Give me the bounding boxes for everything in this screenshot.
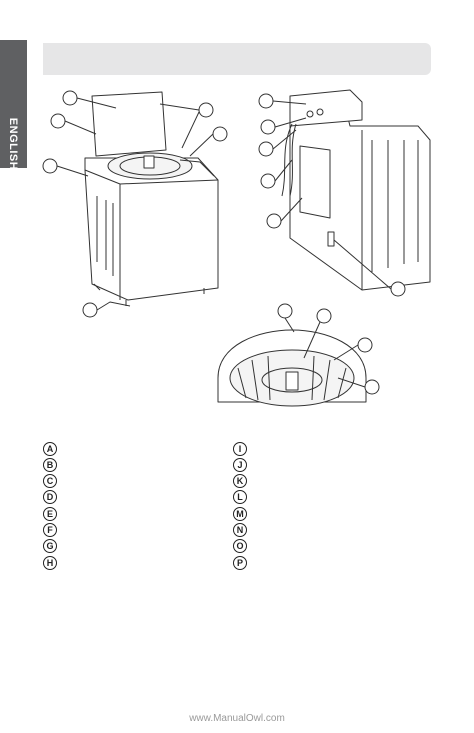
legend-letter: P: [233, 556, 247, 570]
legend-letter: E: [43, 507, 57, 521]
legend-item: H: [43, 556, 57, 570]
legend-letter: L: [233, 490, 247, 504]
washer-back-view: [281, 89, 431, 291]
legend-letter: F: [43, 523, 57, 537]
section-title-band: [43, 43, 431, 75]
legend-letter: A: [43, 442, 57, 456]
legend-letter: C: [43, 474, 57, 488]
legend-item: K: [233, 474, 247, 488]
legend-item: D: [43, 490, 57, 504]
legend-item: J: [233, 458, 247, 472]
legend-item: L: [233, 490, 247, 504]
legend-item: B: [43, 458, 57, 472]
legend-item: N: [233, 523, 247, 537]
language-side-tab: ENGLISH: [0, 40, 27, 170]
callout-leaders: [56, 97, 392, 388]
legend-item: M: [233, 507, 247, 521]
legend-item: A: [43, 442, 57, 456]
legend-letter: G: [43, 539, 57, 553]
legend-item: F: [43, 523, 57, 537]
legend-item: E: [43, 507, 57, 521]
legend-letter: D: [43, 490, 57, 504]
legend-letter: H: [43, 556, 57, 570]
legend-letter: J: [233, 458, 247, 472]
legend-item: G: [43, 539, 57, 553]
legend-item: P: [233, 556, 247, 570]
legend-letter: K: [233, 474, 247, 488]
washer-tub-top-view: [217, 329, 367, 407]
legend-letter: M: [233, 507, 247, 521]
legend-letter: N: [233, 523, 247, 537]
legend-item: I: [233, 442, 247, 456]
legend-letter: B: [43, 458, 57, 472]
watermark-text: www.ManualOwl.com: [189, 713, 285, 724]
washer-front-view: [84, 91, 219, 306]
legend-letter: I: [233, 442, 247, 456]
legend-letter: O: [233, 539, 247, 553]
legend-item: C: [43, 474, 57, 488]
legend-item: O: [233, 539, 247, 553]
